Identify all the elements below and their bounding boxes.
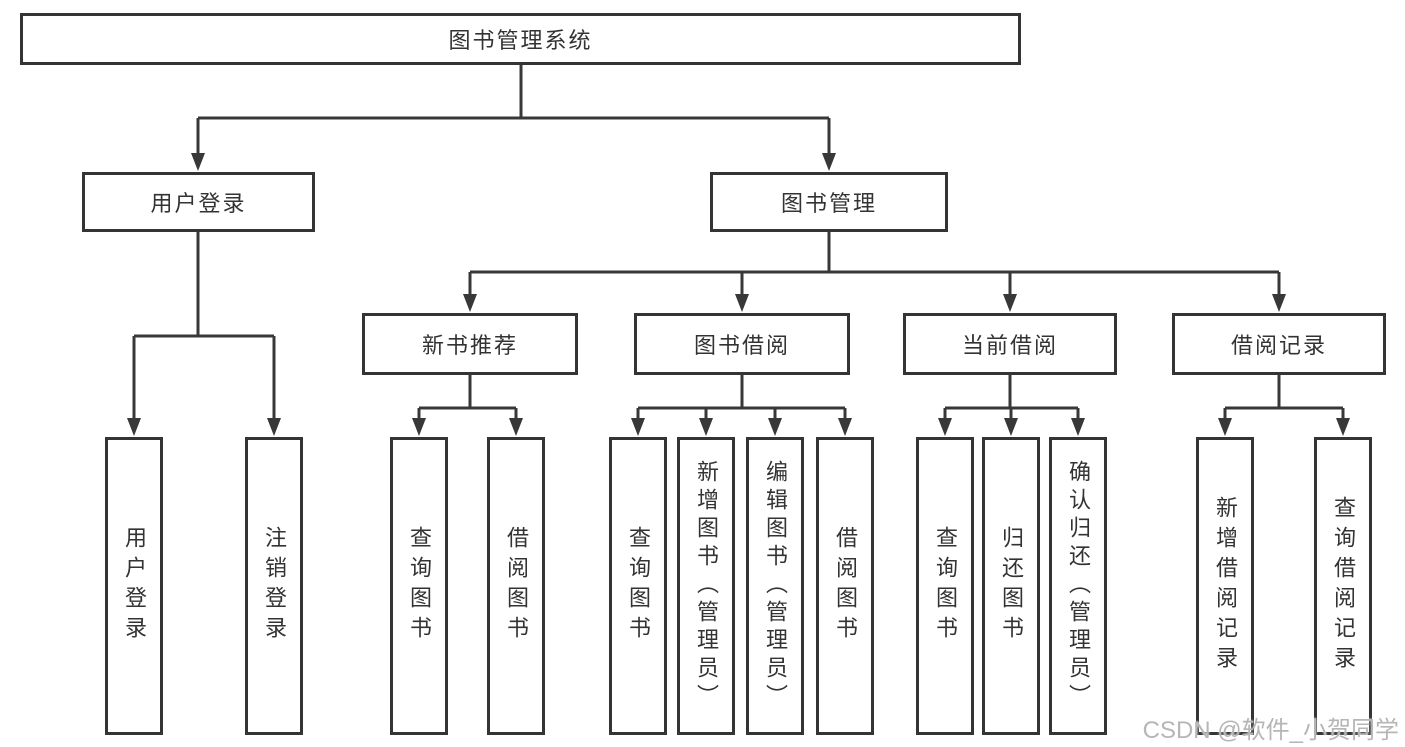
node-current-borrowing: 当前借阅	[903, 313, 1117, 375]
node-label: 图书借阅	[693, 333, 790, 358]
node-label: 借阅记录	[1230, 333, 1327, 358]
leaf-logout: 注销登录	[245, 437, 303, 735]
node-label: 图书管理	[780, 191, 877, 216]
node-new-book-recommend: 新书推荐	[362, 313, 578, 375]
leaf-add-borrow-record: 新增借阅记录	[1196, 437, 1254, 735]
leaf-query-books-2: 查询图书	[609, 437, 667, 735]
node-label: 新增借阅记录	[1213, 496, 1238, 676]
leaf-edit-books-admin: 编辑图书（管理员）	[746, 437, 804, 735]
node-label: 注销登录	[262, 526, 287, 646]
node-label: 用户登录	[122, 526, 147, 646]
leaf-user-login: 用户登录	[105, 437, 163, 735]
leaf-borrow-books-1: 借阅图书	[487, 437, 545, 735]
node-label: 查询图书	[626, 526, 651, 646]
leaf-return-books: 归还图书	[982, 437, 1040, 735]
node-label: 新增图书（管理员）	[694, 460, 719, 712]
leaf-confirm-return-admin: 确认归还（管理员）	[1049, 437, 1107, 735]
node-user-login-branch: 用户登录	[82, 172, 315, 232]
node-label: 借阅图书	[504, 526, 529, 646]
node-label: 图书管理系统	[448, 28, 593, 53]
node-label: 借阅图书	[833, 526, 858, 646]
node-label: 编辑图书（管理员）	[763, 460, 788, 712]
node-label: 查询借阅记录	[1331, 496, 1356, 676]
node-label: 用户登录	[150, 191, 247, 216]
node-label: 确认归还（管理员）	[1066, 460, 1091, 712]
csdn-watermark: CSDN @软件_小贺同学	[1142, 717, 1399, 744]
leaf-query-borrow-record: 查询借阅记录	[1314, 437, 1372, 735]
node-label: 查询图书	[933, 526, 958, 646]
leaf-add-books-admin: 新增图书（管理员）	[677, 437, 735, 735]
node-book-management-branch: 图书管理	[710, 172, 948, 232]
leaf-borrow-books-2: 借阅图书	[816, 437, 874, 735]
node-label: 查询图书	[407, 526, 432, 646]
node-book-borrowing: 图书借阅	[634, 313, 850, 375]
node-label: 归还图书	[999, 526, 1024, 646]
node-root-system: 图书管理系统	[20, 13, 1021, 65]
node-borrowing-records: 借阅记录	[1172, 313, 1386, 375]
node-label: 新书推荐	[421, 333, 518, 358]
leaf-query-books-1: 查询图书	[390, 437, 448, 735]
leaf-query-books-3: 查询图书	[916, 437, 974, 735]
node-label: 当前借阅	[961, 333, 1058, 358]
